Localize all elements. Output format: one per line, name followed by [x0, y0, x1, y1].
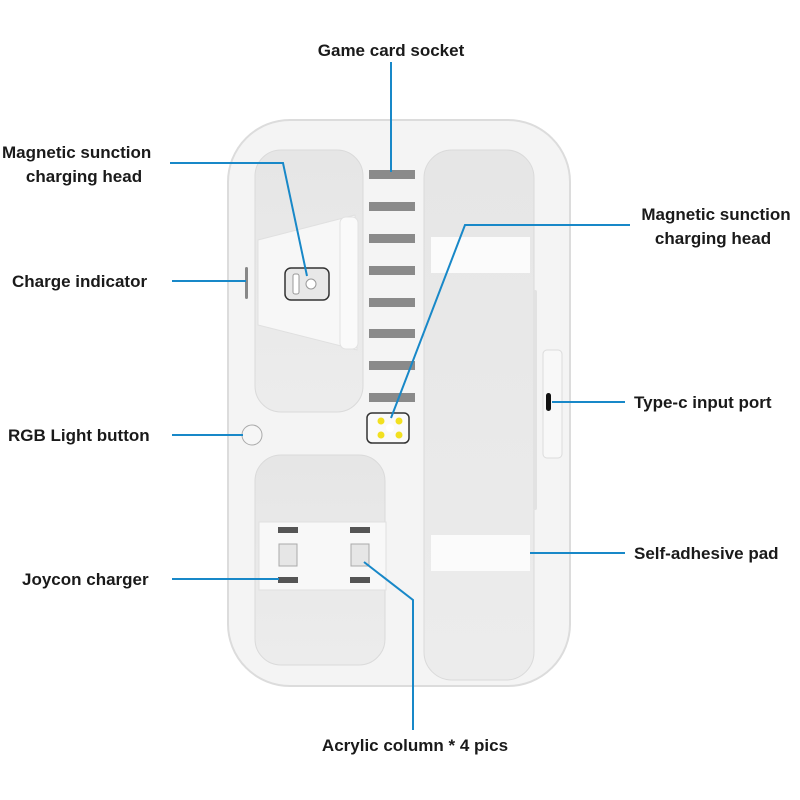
- label-magnetic-head-right-line1: Magnetic sunction: [641, 205, 790, 224]
- rgb-light-button[interactable]: [241, 424, 263, 446]
- magnetic-charging-head-left: [284, 267, 330, 301]
- label-type-c-port: Type-c input port: [634, 393, 772, 412]
- leader-lines: [170, 62, 630, 730]
- label-acrylic-column: Acrylic column * 4 pics: [322, 736, 508, 755]
- type-c-port: [546, 393, 551, 411]
- charge-indicator-light: [245, 267, 248, 299]
- magnetic-charging-head-right: [366, 412, 410, 444]
- label-magnetic-head-left-line2: charging head: [26, 167, 142, 186]
- label-rgb-light-button: RGB Light button: [8, 426, 150, 445]
- label-magnetic-head-left-line1: Magnetic sunction: [2, 143, 151, 162]
- type-c-tab: [542, 349, 563, 459]
- label-self-adhesive-pad: Self-adhesive pad: [634, 544, 779, 563]
- adhesive-pad-top: [431, 237, 530, 273]
- game-card-sockets: [369, 170, 415, 402]
- controller-pocket: [423, 149, 535, 681]
- acrylic-columns: [278, 527, 370, 583]
- label-joycon-charger: Joycon charger: [22, 570, 149, 589]
- adhesive-pad-bottom: [431, 535, 530, 571]
- label-magnetic-head-right-line2: charging head: [655, 229, 771, 248]
- label-game-card-socket: Game card socket: [318, 41, 465, 60]
- label-charge-indicator: Charge indicator: [12, 272, 147, 291]
